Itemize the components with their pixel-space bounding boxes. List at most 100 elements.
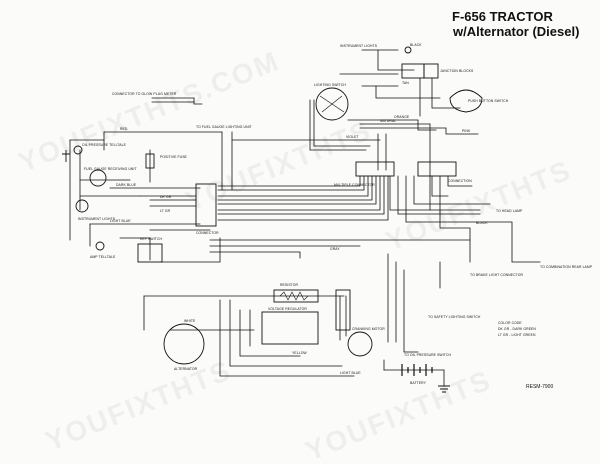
wire-label-light-blue-alt: LIGHT BLUE bbox=[340, 371, 361, 375]
wire-dark-blue-alt bbox=[229, 299, 343, 367]
wire-natural-head bbox=[397, 175, 481, 215]
instrument-light-icon bbox=[75, 199, 89, 213]
cranking-motor-icon bbox=[347, 331, 373, 357]
lighting-switch-contacts-icon bbox=[319, 95, 345, 113]
wire-ls-2 bbox=[313, 99, 371, 147]
wire-orange bbox=[347, 119, 437, 131]
key-switch-icon bbox=[137, 243, 163, 263]
wire-label-lt-gr: LT GR bbox=[160, 209, 171, 213]
wire-harness-7 bbox=[217, 175, 385, 215]
label-key-switch: KEY SWITCH bbox=[140, 237, 162, 241]
wire-connection-2 bbox=[447, 175, 473, 187]
lighting-switch-icon bbox=[315, 87, 349, 121]
connection-block-icon bbox=[417, 161, 457, 177]
label-to-head-lamp: TO HEAD LAMP bbox=[496, 209, 523, 213]
label-to-fuel-gauge: TO FUEL GAUGE LIGHTING UNIT bbox=[196, 125, 252, 129]
wire-harness-5 bbox=[217, 175, 377, 205]
label-lighting-switch: LIGHTING SWITCH bbox=[314, 83, 346, 87]
label-color-code-dk: DK GR - DARK GREEN bbox=[498, 327, 536, 331]
label-amp-telltale: AMP TELLTALE bbox=[90, 255, 116, 259]
wire-label-gray: GRAY bbox=[330, 247, 340, 251]
label-resistor: RESISTOR bbox=[280, 283, 299, 287]
diagram-title: F-656 TRACTOR bbox=[452, 9, 553, 24]
oil-telltale-bulb-icon bbox=[73, 145, 83, 155]
label-connector: CONNECTOR bbox=[196, 231, 219, 235]
label-oil-pressure: OIL PRESSURE TELLTALE bbox=[82, 143, 127, 147]
wire-to-oil-switch bbox=[403, 269, 419, 353]
wire-glow-plug-join bbox=[193, 97, 203, 105]
junction-block-2-icon bbox=[423, 63, 439, 79]
regulator-terminal-icon bbox=[335, 289, 351, 331]
multiple-connector-icon bbox=[355, 161, 395, 177]
wire-label-light-blue: LIGHT BLUE bbox=[110, 219, 131, 223]
voltage-regulator-icon bbox=[261, 311, 319, 345]
diagram-ref-number: RESM-7900 bbox=[526, 384, 553, 390]
wire-pushbutton-feed bbox=[431, 77, 461, 109]
label-cranking-motor: CRANKING MOTOR bbox=[352, 327, 385, 331]
wire-harness-2 bbox=[217, 175, 365, 191]
wire-label-red: RED bbox=[120, 127, 128, 131]
label-instrument-lights-left: INSTRUMENT LIGHTS bbox=[78, 217, 116, 221]
instrument-light-bulb-icon bbox=[404, 46, 412, 54]
label-black-top: BLACK bbox=[410, 43, 422, 47]
wire-harness-4 bbox=[217, 175, 373, 201]
resistor-coil-icon bbox=[279, 291, 309, 301]
label-instrument-lights: INSTRUMENT LIGHTS bbox=[340, 44, 378, 48]
wire-harness-6 bbox=[217, 175, 381, 211]
battery-icon bbox=[401, 364, 433, 376]
wire-label-dk-gr: DK GR bbox=[160, 195, 172, 199]
wire-brake-light bbox=[439, 175, 471, 263]
label-to-oil-pressure-switch: TO OIL PRESSURE SWITCH bbox=[404, 353, 451, 357]
alternator-icon bbox=[163, 323, 205, 365]
label-color-code-title: COLOR CODE bbox=[498, 321, 522, 325]
ground-icon bbox=[62, 150, 70, 162]
label-positive-fuse: POSITIVE FUSE bbox=[160, 155, 188, 159]
amp-telltale-icon bbox=[95, 241, 105, 251]
label-connector-glow-plug: CONNECTOR TO GLOW PLUG METER bbox=[112, 92, 177, 96]
wire-label-tan: TAN bbox=[402, 81, 409, 85]
label-to-safety-switch: TO SAFETY LIGHTING SWITCH bbox=[428, 315, 481, 319]
wire-pink-top bbox=[359, 127, 479, 135]
label-to-combination-rear-lamp: TO COMBINATION REAR LAMP bbox=[540, 265, 593, 269]
wire-red-top bbox=[375, 85, 441, 99]
positive-fuse-icon bbox=[145, 153, 155, 169]
label-junction-blocks: JUNCTION BLOCKS bbox=[440, 69, 474, 73]
fuel-gauge-icon bbox=[89, 169, 107, 187]
wire-label-natural: NATURAL bbox=[380, 119, 396, 123]
wire-label-pink: PINK bbox=[462, 129, 471, 133]
wire-harness-3 bbox=[217, 175, 369, 197]
label-voltage-regulator: VOLTAGE REGULATOR bbox=[268, 307, 307, 311]
label-to-brake-light: TO BRAKE LIGHT CONNECTOR bbox=[470, 273, 524, 277]
label-connection: CONNECTION bbox=[448, 179, 472, 183]
wire-label-dark-blue: DARK BLUE bbox=[116, 183, 137, 187]
wire-head-lamp bbox=[413, 175, 491, 205]
label-multiple-connector: MULTIPLE CONNECTOR bbox=[334, 183, 375, 187]
wire-connection-1 bbox=[431, 175, 449, 197]
label-alternator: ALTERNATOR bbox=[174, 367, 198, 371]
wire-label-violet: VIOLET bbox=[346, 135, 359, 139]
wire-label-black: BLACK bbox=[476, 221, 488, 225]
push-button-switch-icon bbox=[449, 89, 483, 113]
label-fuel-gauge: FUEL GAUGE RECEIVING UNIT bbox=[84, 167, 137, 171]
wire-light-blue-alt bbox=[219, 299, 355, 377]
wire-key-out bbox=[159, 237, 221, 263]
junction-block-icon bbox=[401, 63, 425, 79]
wire-label-yellow: YELLOW bbox=[292, 351, 307, 355]
wire-black-rear bbox=[405, 175, 541, 263]
wire-harness-1 bbox=[217, 175, 361, 187]
wire-harness-8 bbox=[217, 175, 389, 221]
wire-label-white: WHITE bbox=[184, 319, 196, 323]
label-push-button-switch: PUSH BUTTON SWITCH bbox=[468, 99, 509, 103]
battery-ground-icon bbox=[438, 385, 450, 393]
resistor-icon bbox=[273, 289, 319, 303]
label-color-code-lt: LT GR - LIGHT GREEN bbox=[498, 333, 536, 337]
wire-amp-telltale bbox=[119, 237, 151, 261]
wire-ls-1 bbox=[309, 99, 367, 151]
label-battery: BATTERY bbox=[410, 381, 427, 385]
wire-label-orange: ORANGE bbox=[394, 115, 410, 119]
wire-yellow-alt bbox=[239, 309, 301, 357]
diagram-subtitle: w/Alternator (Diesel) bbox=[453, 24, 580, 39]
left-connector-block-icon bbox=[195, 183, 217, 227]
